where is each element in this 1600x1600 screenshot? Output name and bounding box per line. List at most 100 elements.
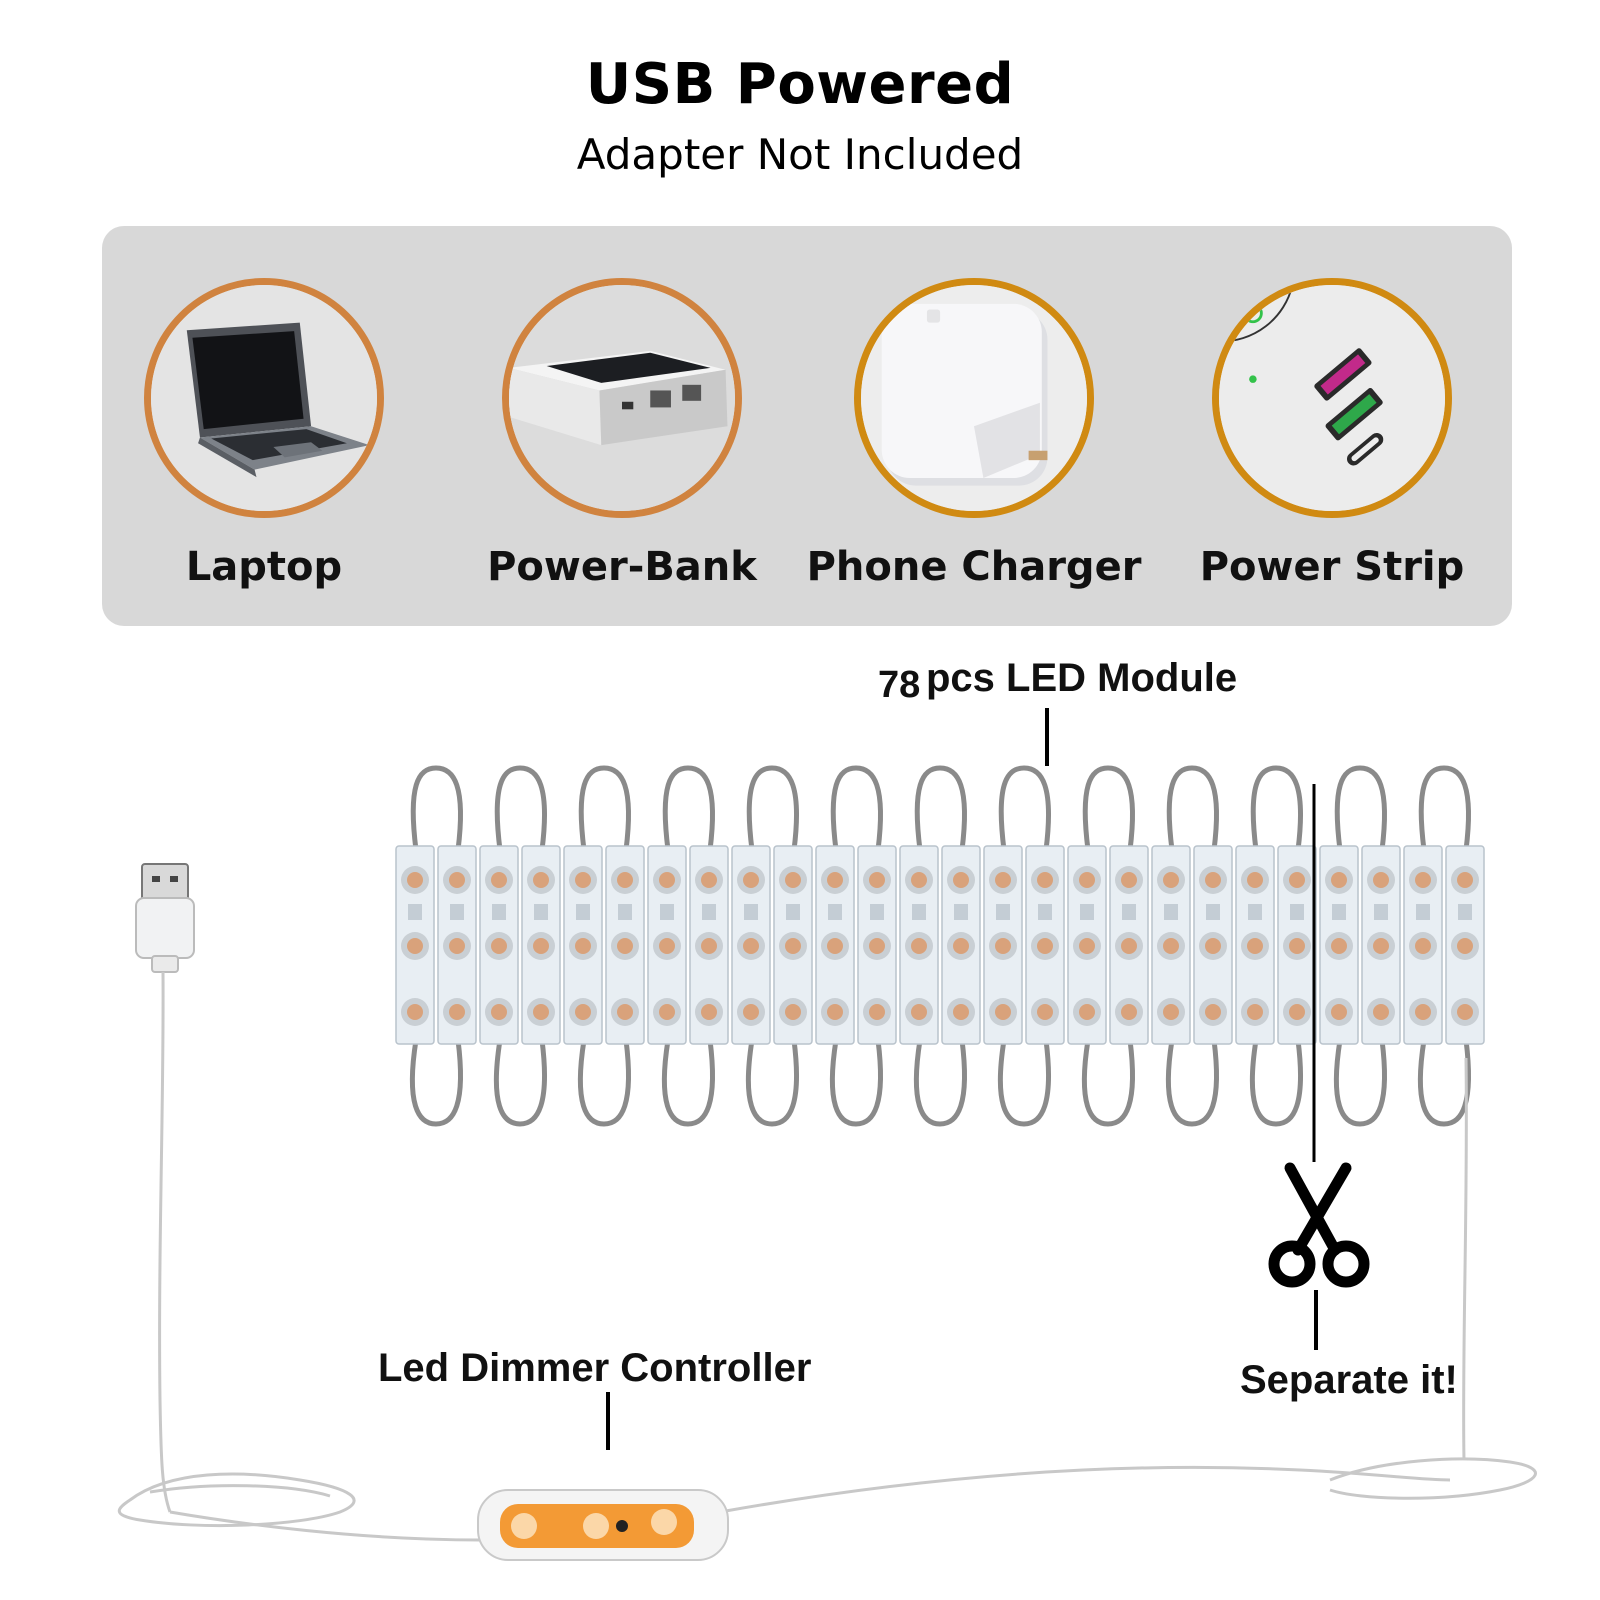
led-chip xyxy=(1163,1004,1179,1020)
wire-loop-top xyxy=(998,765,1051,851)
led-module-print xyxy=(1332,904,1346,920)
led-chip xyxy=(1163,938,1179,954)
led-chip xyxy=(869,872,885,888)
led-module xyxy=(1319,845,1359,1045)
led-module-print xyxy=(408,904,422,920)
led-chip xyxy=(1415,872,1431,888)
led-module-print xyxy=(954,904,968,920)
led-chip xyxy=(827,872,843,888)
led-module xyxy=(1109,845,1149,1045)
led-module-print xyxy=(618,904,632,920)
led-chip xyxy=(659,872,675,888)
led-chip xyxy=(1205,1004,1221,1020)
led-chip xyxy=(1331,1004,1347,1020)
led-chip xyxy=(533,1004,549,1020)
dimmer-pointer-line xyxy=(606,1392,610,1450)
led-chip xyxy=(911,938,927,954)
led-module-print xyxy=(1248,904,1262,920)
led-chip xyxy=(407,872,423,888)
led-chip xyxy=(1331,938,1347,954)
led-chip xyxy=(533,938,549,954)
led-chip xyxy=(1079,872,1095,888)
led-module-print xyxy=(1290,904,1304,920)
wire-loop-top xyxy=(578,765,631,851)
wire-loop-top xyxy=(1082,765,1135,851)
led-chip xyxy=(701,938,717,954)
led-chip xyxy=(953,938,969,954)
dimmer-controller-icon xyxy=(477,1489,729,1561)
led-module-print xyxy=(996,904,1010,920)
led-module xyxy=(1235,845,1275,1045)
wire-loop-bottom xyxy=(1417,1039,1471,1127)
led-chip xyxy=(1373,938,1389,954)
led-module-print xyxy=(786,904,800,920)
led-chip xyxy=(1247,872,1263,888)
module-wire-loops xyxy=(409,765,1471,1127)
power-bank-icon xyxy=(502,278,742,518)
separate-pointer-line xyxy=(1314,1290,1318,1350)
source-label-phone-charger: Phone Charger xyxy=(806,544,1142,590)
wire-loop-top xyxy=(494,765,547,851)
page-title: USB Powered xyxy=(585,52,1015,117)
led-chip xyxy=(1415,1004,1431,1020)
led-module-print xyxy=(1458,904,1472,920)
led-module xyxy=(773,845,813,1045)
led-chip xyxy=(407,938,423,954)
led-module xyxy=(605,845,645,1045)
led-module xyxy=(899,845,939,1045)
led-module xyxy=(1025,845,1065,1045)
led-chip xyxy=(617,1004,633,1020)
output-cable xyxy=(719,1057,1537,1514)
led-chip xyxy=(743,1004,759,1020)
module-count: 78 xyxy=(878,664,921,706)
led-module xyxy=(1361,845,1401,1045)
wire-loop-bottom xyxy=(1165,1039,1219,1127)
led-chip xyxy=(1289,1004,1305,1020)
led-module xyxy=(1193,845,1233,1045)
led-chip xyxy=(911,1004,927,1020)
led-module xyxy=(437,845,477,1045)
led-chip xyxy=(1205,938,1221,954)
led-module-print xyxy=(534,904,548,920)
wire-loop-bottom xyxy=(577,1039,631,1127)
led-chip xyxy=(701,1004,717,1020)
wire-loop-top xyxy=(1418,765,1471,851)
led-chip xyxy=(1457,872,1473,888)
led-chip xyxy=(1037,1004,1053,1020)
led-chip xyxy=(785,872,801,888)
led-module-print xyxy=(1206,904,1220,920)
power-sources-panel: Laptop Power-Bank xyxy=(102,226,1512,626)
led-chip xyxy=(1289,938,1305,954)
led-chip xyxy=(827,938,843,954)
led-chip xyxy=(449,1004,465,1020)
source-laptop: Laptop xyxy=(114,226,414,626)
usb-cable xyxy=(117,971,481,1542)
led-module-print xyxy=(1164,904,1178,920)
led-module xyxy=(647,845,687,1045)
led-module-print xyxy=(660,904,674,920)
led-chip xyxy=(1121,938,1137,954)
source-power-strip: Power Strip xyxy=(1182,226,1482,626)
wire-loop-top xyxy=(914,765,967,851)
usb-plug-icon xyxy=(135,863,195,973)
led-module xyxy=(1445,845,1485,1045)
led-module xyxy=(941,845,981,1045)
source-phone-charger: Phone Charger xyxy=(807,226,1141,626)
led-chip xyxy=(869,938,885,954)
led-chip xyxy=(1373,1004,1389,1020)
led-chip xyxy=(1247,938,1263,954)
led-module xyxy=(857,845,897,1045)
wire-loop-bottom xyxy=(1333,1039,1387,1127)
led-chip xyxy=(701,872,717,888)
wire-loop-bottom xyxy=(745,1039,799,1127)
wire-loop-top xyxy=(410,765,463,851)
led-chip xyxy=(869,1004,885,1020)
wire-loop-bottom xyxy=(829,1039,883,1127)
wire-loop-top xyxy=(662,765,715,851)
wire-loop-bottom xyxy=(913,1039,967,1127)
source-label-power-bank: Power-Bank xyxy=(487,544,757,590)
led-module xyxy=(395,845,435,1045)
wire-loop-bottom xyxy=(661,1039,715,1127)
led-chip xyxy=(995,1004,1011,1020)
